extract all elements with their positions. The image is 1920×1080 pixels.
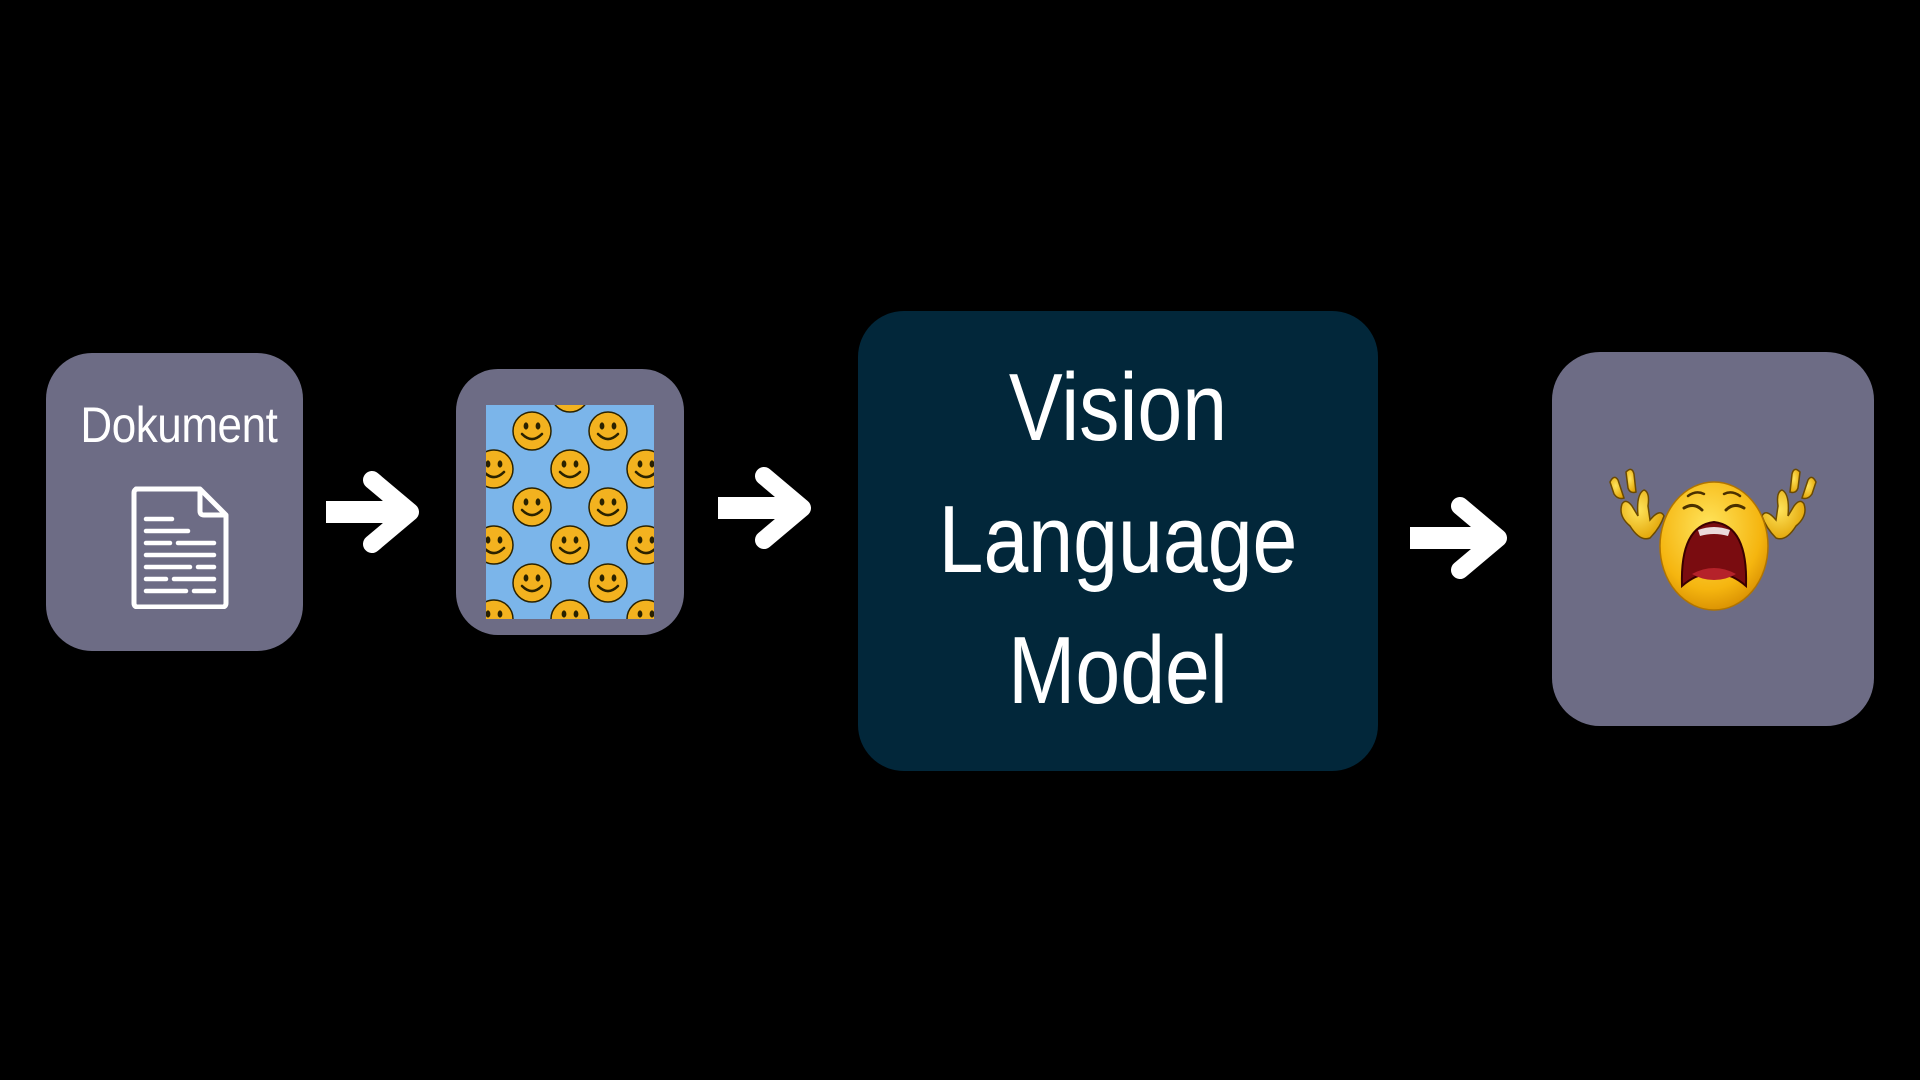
image-node <box>456 369 684 635</box>
vision-language-model-node: Vision Language Model <box>858 311 1378 771</box>
arrow-right-icon <box>1410 497 1507 579</box>
document-label: Dokument <box>80 397 278 453</box>
document-node: Dokument <box>46 353 303 651</box>
document-icon <box>131 486 229 609</box>
arrow-right-icon <box>718 467 811 549</box>
model-label-line: Vision <box>1008 354 1228 461</box>
model-label-line: Language <box>938 486 1298 593</box>
output-node <box>1552 352 1874 726</box>
model-label-line: Model <box>1008 617 1228 724</box>
arrow-right-icon <box>326 471 419 553</box>
smiley-pattern-image <box>486 405 654 619</box>
crying-emoji-icon <box>1609 468 1817 611</box>
